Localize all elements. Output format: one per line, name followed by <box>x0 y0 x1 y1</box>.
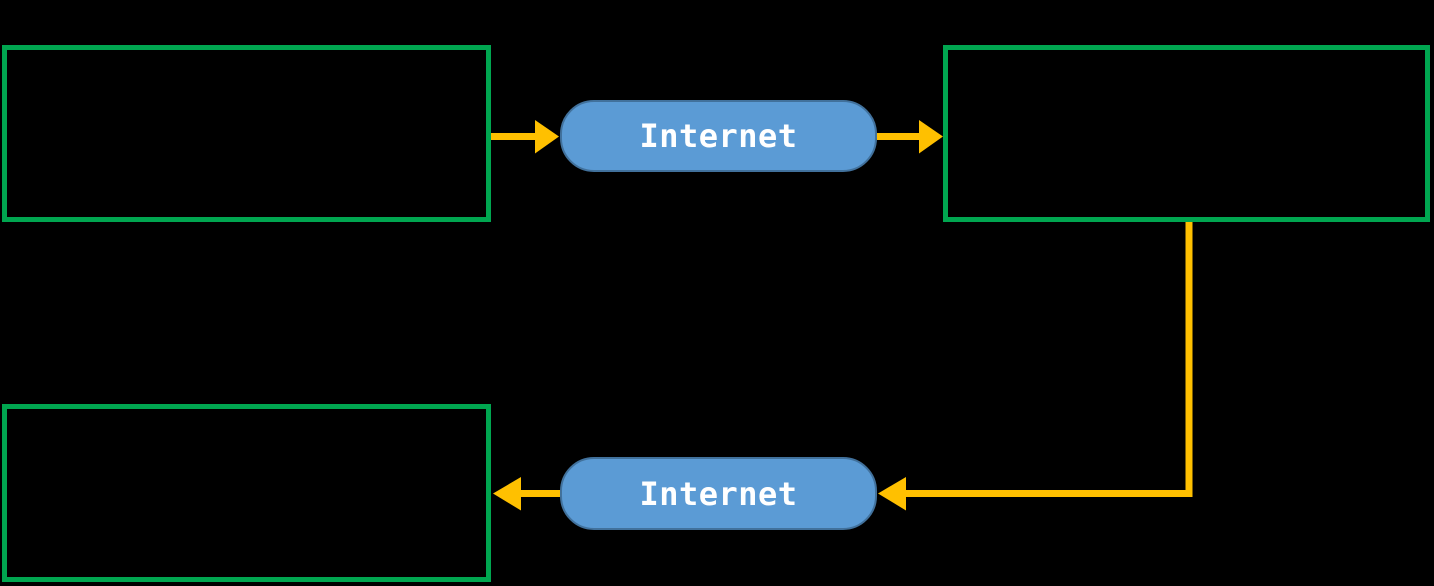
arrow-internet-to-bottomleft <box>493 477 560 511</box>
node-internet-top: Internet <box>560 100 877 172</box>
arrow-topleft-to-internet <box>491 120 559 154</box>
connector-topright-to-internet-bottom <box>878 222 1193 511</box>
node-box-bottom-left <box>2 404 491 582</box>
arrow-internet-to-topright <box>877 120 943 154</box>
node-box-top-right <box>943 45 1430 222</box>
internet-top-label: Internet <box>639 117 798 155</box>
internet-bottom-label: Internet <box>639 474 798 513</box>
node-internet-bottom: Internet <box>560 457 877 530</box>
node-box-top-left <box>2 45 491 222</box>
